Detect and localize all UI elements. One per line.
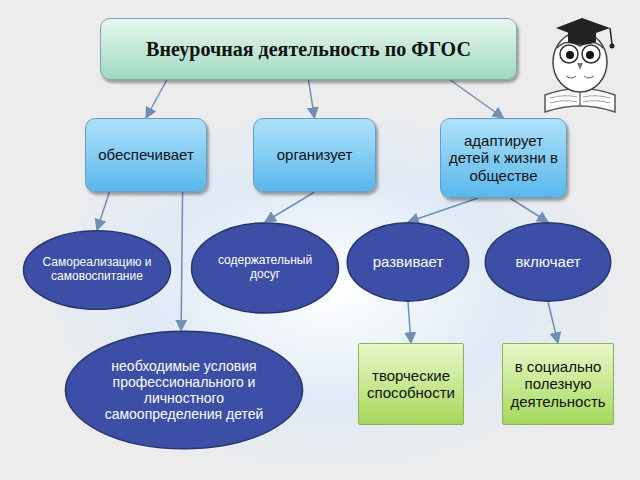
text-group: организует [258,146,371,163]
node-label: включает [501,253,596,270]
text-group: творческие способности [363,367,459,402]
title-box: Внеурочная деятельность по ФГОС [100,18,517,80]
ellipse-node: содержательный досуг [190,222,340,314]
text-group: Самореализацию и самовоспитание [42,256,153,284]
ellipse-node: развивает [346,222,470,302]
text-group: необходимые условия профессионального и … [95,358,274,422]
node-label: развивает [362,253,454,270]
result-box: в социально полезную деятельность [502,343,614,425]
result-box: творческие способности [358,343,464,425]
text-group: содержательный досуг [210,254,321,282]
ellipse-node: включает [484,222,612,302]
node-label: содержательный досуг [210,254,321,282]
text-group: Внеурочная деятельность по ФГОС [105,38,512,61]
ellipse-node: Самореализацию и самовоспитание [22,230,172,310]
text-group: обеспечивает [90,146,202,163]
node-label: обеспечивает [90,146,202,163]
ellipse-node: необходимые условия профессионального и … [63,330,305,450]
node-label: творческие способности [363,367,459,402]
connector-arrow [181,192,183,331]
connector-arrow [510,198,548,222]
connector-arrow [146,80,167,118]
connector-arrow [265,192,315,222]
connector-arrow [408,302,411,343]
connector-arrow [408,198,478,222]
node-label: адаптирует детей к жизни в обществе [445,132,562,184]
connector-arrow [548,302,558,343]
text-group: в социально полезную деятельность [507,358,609,410]
node-label: организует [258,146,371,163]
process-box: организует [253,118,376,192]
node-label: Внеурочная деятельность по ФГОС [105,38,512,61]
text-group: включает [501,253,596,270]
process-box: обеспечивает [85,118,207,192]
process-box: адаптирует детей к жизни в обществе [440,118,567,198]
node-label: необходимые условия профессионального и … [95,358,274,422]
node-label: Самореализацию и самовоспитание [42,256,153,284]
text-group: развивает [362,253,454,270]
text-group: адаптирует детей к жизни в обществе [445,132,562,184]
connector-arrow [97,192,109,230]
connector-arrow [450,80,503,118]
node-label: в социально полезную деятельность [507,358,609,410]
connector-arrow [309,80,315,118]
